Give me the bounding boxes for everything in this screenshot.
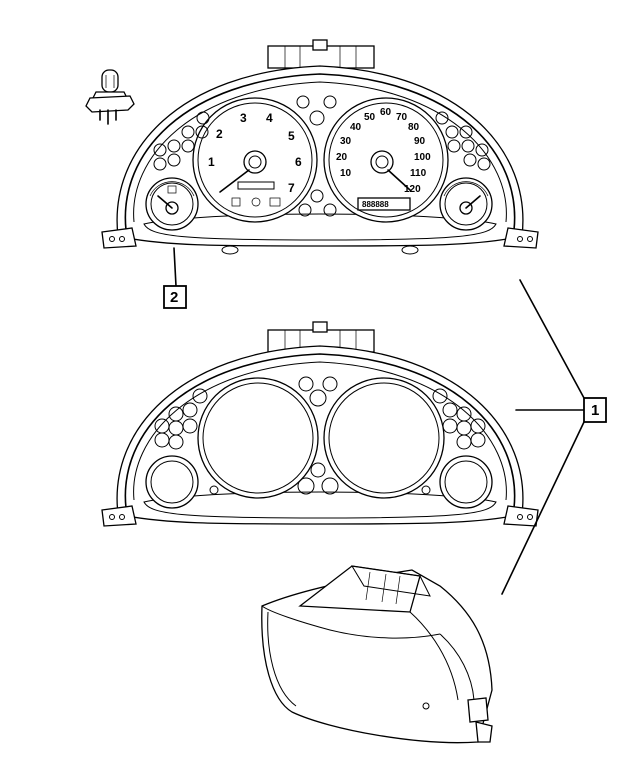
tach-label-4: 4 (266, 111, 273, 125)
temperature-gauge (439, 177, 493, 231)
tachometer-dial: 1 2 3 4 5 6 7 (192, 97, 318, 223)
fuel-gauge (145, 177, 199, 231)
speed-label-80: 80 (408, 122, 420, 133)
speed-label-20: 20 (336, 152, 348, 163)
speed-label-10: 10 (340, 168, 352, 179)
callout-1: 1 (501, 279, 607, 595)
speed-label-30: 30 (340, 136, 352, 147)
tach-telltale-icons (231, 197, 281, 207)
speed-label-90: 90 (414, 136, 426, 147)
tach-label-7: 7 (288, 181, 295, 195)
speed-label-70: 70 (396, 112, 408, 123)
bulb-socket-part (85, 69, 135, 125)
tach-label-6: 6 (295, 155, 302, 169)
callout-2-label: 2 (170, 289, 178, 306)
frame-indicator-holes (154, 376, 486, 495)
speed-label-50: 50 (364, 112, 376, 123)
tach-label-1: 1 (208, 155, 215, 169)
speedometer-dial: 10 20 30 40 50 60 70 80 90 100 110 120 8… (323, 97, 449, 223)
tach-label-3: 3 (240, 111, 247, 125)
indicator-lights (153, 95, 491, 217)
instrument-cluster-frame (101, 321, 539, 527)
instrument-cluster-assembled: 1 2 3 4 5 6 7 10 20 30 40 50 60 (101, 39, 539, 255)
speed-label-100: 100 (414, 152, 431, 163)
speed-label-120: 120 (404, 184, 421, 195)
speed-label-60: 60 (380, 107, 392, 118)
callout-2: 2 (163, 247, 187, 309)
instrument-cluster-housing-rear (261, 565, 493, 744)
tach-label-2: 2 (216, 127, 223, 141)
speed-label-110: 110 (410, 168, 427, 179)
callout-1-label: 1 (591, 402, 599, 419)
speed-label-40: 40 (350, 122, 362, 133)
odometer-display: 888888 (362, 200, 389, 209)
tach-label-5: 5 (288, 129, 295, 143)
